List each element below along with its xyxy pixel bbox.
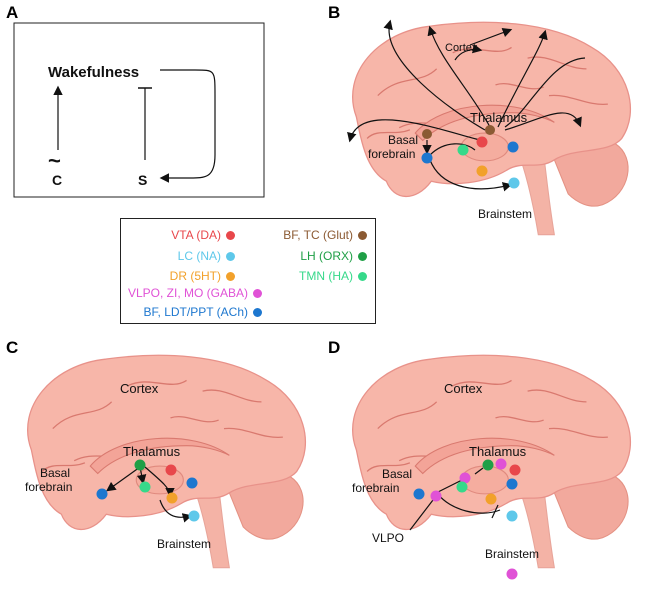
wakefulness-label: Wakefulness — [48, 64, 139, 81]
nucleus-na-d — [506, 510, 518, 522]
nuclei-d — [413, 458, 521, 580]
legend-item: TMN (HA) — [299, 269, 367, 283]
cortex-label-d: Cortex — [444, 381, 483, 396]
legend-dot — [253, 288, 262, 298]
brainstem-label-d: Brainstem — [485, 547, 539, 561]
nucleus-gaba-brainstem-d — [506, 568, 518, 580]
vlpo-pointer — [409, 499, 434, 531]
legend-dot — [226, 271, 235, 281]
thalamus-label-b: Thalamus — [470, 110, 528, 125]
nucleus-ach-ldt-d — [506, 478, 518, 490]
brainstem-label-c: Brainstem — [157, 537, 211, 551]
panel-letter-a: A — [6, 3, 19, 22]
legend-label: TMN (HA) — [299, 269, 353, 283]
legend-item: VTA (DA) — [171, 228, 235, 242]
thalamus-label-c: Thalamus — [123, 444, 181, 459]
legend-item: LC (NA) — [178, 249, 235, 263]
nucleus-orx-d — [482, 459, 494, 471]
brainstem-label-b: Brainstem — [478, 207, 532, 221]
nucleus-na-c — [188, 510, 200, 522]
nucleus-vlpo-d — [430, 490, 442, 502]
nucleus-5ht-c — [166, 492, 178, 504]
thalamus-label-d: Thalamus — [469, 444, 527, 459]
legend-dot — [226, 251, 235, 261]
vlpo-label-d: VLPO — [372, 531, 404, 545]
nucleus-ach-bf-b — [421, 152, 433, 164]
nucleus-gaba-zi-d — [459, 472, 471, 484]
feedback-arrow — [159, 69, 216, 183]
cortex-label-b: Cortex — [445, 42, 478, 54]
legend-item: VLPO, ZI, MO (GABA) — [128, 286, 262, 300]
legend-item: DR (5HT) — [170, 269, 235, 283]
nucleus-glut-bf-b — [422, 129, 432, 139]
legend-dot — [358, 271, 367, 281]
panel-a-frame — [13, 22, 265, 198]
legend-dot — [358, 230, 367, 240]
panel-letter-c: C — [6, 338, 19, 357]
nucleus-da-c — [165, 464, 177, 476]
nucleus-ach-bf-c — [96, 488, 108, 500]
legend-label: DR (5HT) — [169, 269, 221, 283]
nucleus-orx-c — [134, 459, 146, 471]
nucleus-gaba-mo-d — [495, 458, 507, 470]
nucleus-ha-b — [457, 144, 469, 156]
legend: VTA (DA) LC (NA) DR (5HT) VLPO, ZI, MO (… — [120, 218, 376, 324]
nucleus-da-d — [509, 464, 521, 476]
legend-item: BF, LDT/PPT (ACh) — [144, 305, 262, 319]
forebrain-label-d: forebrain — [352, 481, 399, 495]
nucleus-ach-ldt-c — [186, 477, 198, 489]
nucleus-ha-d — [456, 481, 468, 493]
legend-label: VTA (DA) — [171, 228, 221, 242]
brain-c — [27, 354, 307, 569]
panel-letter-d: D — [328, 338, 341, 357]
nucleus-ha-c — [139, 481, 151, 493]
wave-glyph: ~ — [48, 148, 61, 173]
forebrain-label-b: forebrain — [368, 147, 415, 161]
panel-letter-b: B — [328, 3, 341, 22]
basal-label-b: Basal — [388, 133, 418, 147]
basal-label-d: Basal — [382, 467, 412, 481]
nucleus-5ht-d — [485, 493, 497, 505]
cortex-label-c: Cortex — [120, 381, 159, 396]
legend-label: BF, LDT/PPT (ACh) — [143, 305, 248, 319]
legend-label: LC (NA) — [177, 249, 221, 263]
legend-dot — [226, 230, 235, 240]
legend-label: BF, TC (Glut) — [283, 228, 353, 242]
nuclei-c — [96, 459, 200, 522]
legend-item: LH (ORX) — [300, 249, 367, 263]
nucleus-glut-tc-b — [485, 125, 495, 135]
legend-dot — [358, 251, 367, 261]
legend-label: LH (ORX) — [300, 249, 353, 263]
nucleus-5ht-b — [476, 165, 488, 177]
nucleus-na-b — [508, 177, 520, 189]
forebrain-label-c: forebrain — [25, 480, 72, 494]
c-label: C — [52, 172, 62, 188]
nuclei-b — [421, 125, 520, 189]
nucleus-da-b — [476, 136, 488, 148]
nucleus-ach-bf-d — [413, 488, 425, 500]
legend-item: BF, TC (Glut) — [283, 228, 367, 242]
legend-label: VLPO, ZI, MO (GABA) — [127, 286, 248, 300]
nucleus-ach-ldt-b — [507, 141, 519, 153]
basal-label-c: Basal — [40, 466, 70, 480]
legend-dot — [253, 307, 262, 317]
s-label: S — [138, 172, 147, 188]
